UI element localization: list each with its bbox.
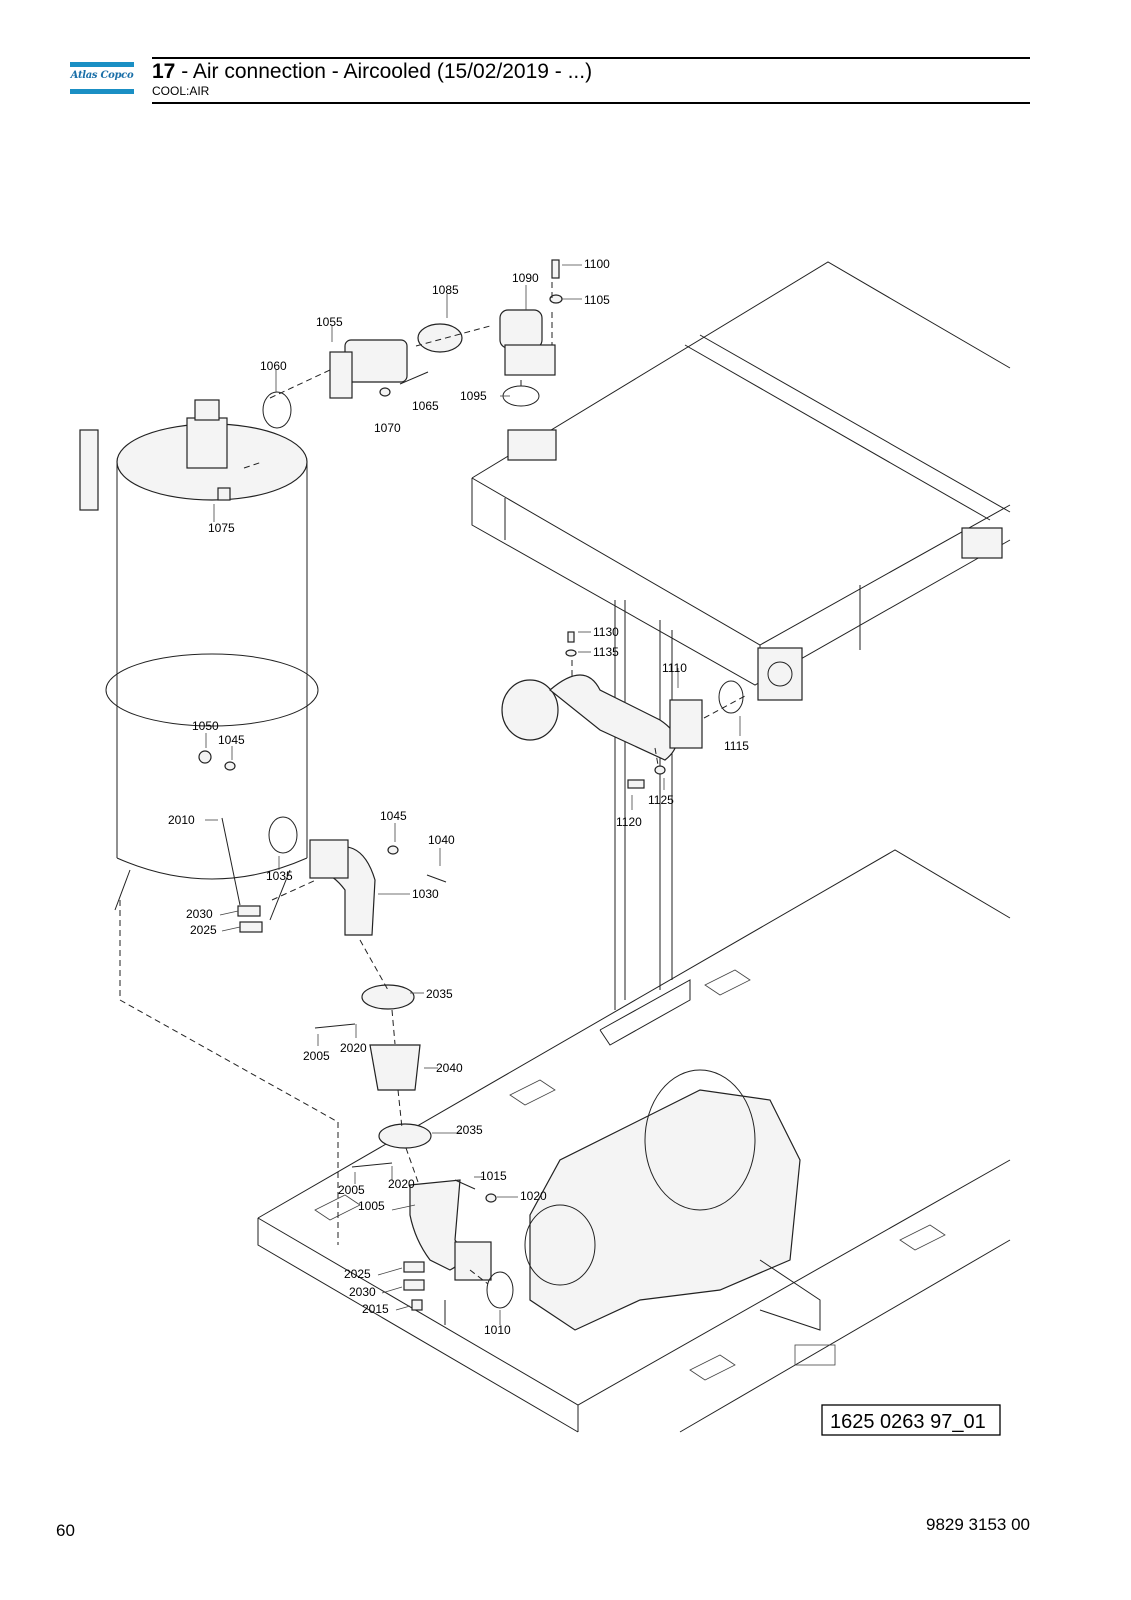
part-callout-label: 1090 (512, 271, 539, 285)
part-callout-label: 1020 (520, 1189, 547, 1203)
header-rule-bottom (152, 102, 1030, 104)
part-callout-label: 1030 (412, 887, 439, 901)
part-callout-label: 2030 (349, 1285, 376, 1299)
logo-bar-top (70, 62, 134, 67)
document-number: 9829 3153 00 (926, 1515, 1030, 1534)
part-callout-label: 1045 (218, 733, 245, 747)
part-callout-label: 1065 (412, 399, 439, 413)
header-rule-top (152, 57, 1030, 59)
part-callout-label: 1120 (616, 815, 642, 829)
page-subtitle: COOL:AIR (152, 84, 210, 98)
figure-reference-box: 1625 0263 97_01 (821, 1404, 1001, 1436)
aftercooler-frame (471, 261, 1011, 701)
page-number: 60 (56, 1521, 75, 1540)
part-callout-label: 2020 (340, 1041, 367, 1055)
callout-leaders (205, 264, 741, 1325)
part-callout-label: 1115 (724, 739, 749, 753)
part-callout-label: 1060 (260, 359, 287, 373)
lower-pipe-parts (198, 750, 514, 1311)
part-callout-label: 2035 (426, 987, 453, 1001)
section-number: 17 (152, 60, 176, 83)
part-callout-label: 2005 (338, 1183, 365, 1197)
part-callout-label: 1085 (432, 283, 459, 297)
base-frame (257, 849, 1011, 1433)
logo-bar-bottom (70, 89, 134, 94)
page-title: 17 - Air connection - Aircooled (15/02/2… (152, 60, 592, 84)
compressor-element (524, 1069, 821, 1331)
part-callout-label: 1035 (266, 869, 293, 883)
part-callout-label: 1130 (593, 625, 619, 639)
part-callout-label: 2015 (362, 1302, 389, 1316)
part-callout-label: 1095 (460, 389, 487, 403)
callout-labels: 1100 1105 1090 1085 1055 1060 1065 1070 1095 1075… (168, 257, 749, 1337)
part-callout-label: 2005 (303, 1049, 330, 1063)
part-callout-label: 2040 (436, 1061, 463, 1075)
part-callout-label: 1100 (584, 257, 610, 271)
part-callout-label: 1005 (358, 1199, 385, 1213)
part-callout-label: 1105 (584, 293, 610, 307)
figure-reference: 1625 0263 97_01 (830, 1411, 986, 1433)
part-callout-label: 1015 (480, 1169, 507, 1183)
part-callout-label: 2010 (168, 813, 195, 827)
part-callout-label: 2020 (388, 1177, 415, 1191)
atlas-copco-logo: Atlas Copco (70, 62, 134, 96)
part-callout-label: 1050 (192, 719, 219, 733)
section-title: - Air connection - Aircooled (15/02/2019… (181, 60, 593, 83)
middle-pipe-parts (501, 631, 744, 789)
part-callout-label: 2025 (344, 1267, 371, 1281)
upper-pipe-parts (217, 259, 563, 501)
part-callout-label: 2025 (190, 923, 217, 937)
part-callout-label: 2030 (186, 907, 213, 921)
part-callout-label: 1055 (316, 315, 343, 329)
support-column (599, 600, 691, 1046)
part-callout-label: 1045 (380, 809, 407, 823)
part-callout-label: 1070 (374, 421, 401, 435)
part-callout-label: 1135 (593, 645, 619, 659)
assembly-dash-lines (119, 282, 746, 1285)
part-callout-label: 1125 (648, 793, 674, 807)
part-callout-label: 1040 (428, 833, 455, 847)
separator-vessel (79, 399, 319, 921)
part-callout-label: 1110 (662, 661, 687, 675)
part-callout-label: 1075 (208, 521, 235, 535)
part-callout-label: 1010 (484, 1323, 511, 1337)
part-callout-label: 2035 (456, 1123, 483, 1137)
logo-text: Atlas Copco (70, 70, 134, 81)
